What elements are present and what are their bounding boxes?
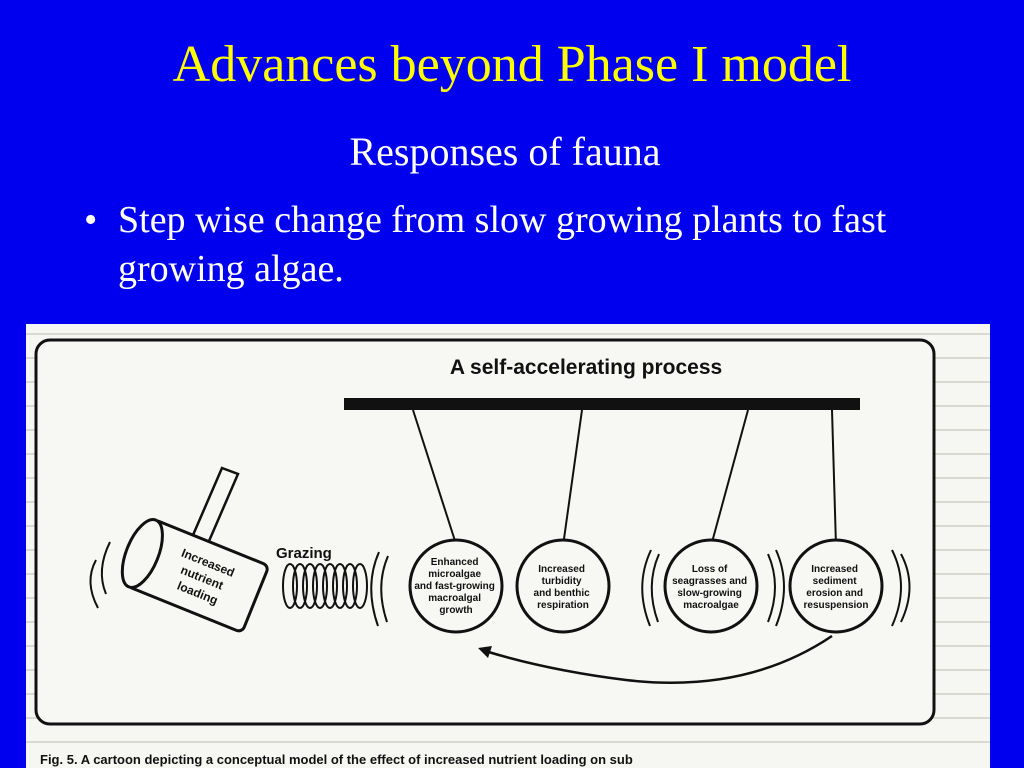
arrowhead-icon xyxy=(478,646,492,658)
bullet-dot-icon: • xyxy=(84,199,98,241)
motion-lines-middle xyxy=(641,549,785,627)
ball-microalgae-growth xyxy=(408,538,504,634)
ball-label: Enhanced microalgae and fast-growing mac… xyxy=(414,557,497,616)
motion-lines-left xyxy=(370,551,389,627)
ball-turbidity xyxy=(515,538,611,634)
ball-label: Loss of seagrasses and slow-growing macr… xyxy=(672,564,750,611)
bullet-text: Step wise change from slow growing plant… xyxy=(118,199,887,290)
newtons-cradle-diagram: A self-accelerating process xyxy=(26,333,990,767)
cradle-top-bar xyxy=(344,398,860,410)
panel-title: A self-accelerating process xyxy=(450,356,722,379)
motion-lines-right xyxy=(891,549,911,627)
ball-sediment-erosion xyxy=(788,538,884,634)
cradle-strings xyxy=(412,409,837,547)
grazing-label: Grazing xyxy=(276,545,332,562)
slide-subtitle: Responses of fauna xyxy=(349,129,661,174)
feedback-arrow xyxy=(481,634,833,684)
diagram-figure: A self-accelerating process xyxy=(26,324,990,768)
slide-title: Advances beyond Phase I model xyxy=(172,36,852,93)
ball-label: Increased turbidity and benthic respirat… xyxy=(534,564,593,611)
ball-seagrass-loss xyxy=(663,538,759,634)
grazing-spring-icon xyxy=(282,563,368,609)
figure-caption: Fig. 5. A cartoon depicting a conceptual… xyxy=(40,752,633,767)
mallet-icon: Increased nutrient loading xyxy=(89,466,269,633)
ball-label: Increased sediment erosion and resuspens… xyxy=(803,564,868,611)
